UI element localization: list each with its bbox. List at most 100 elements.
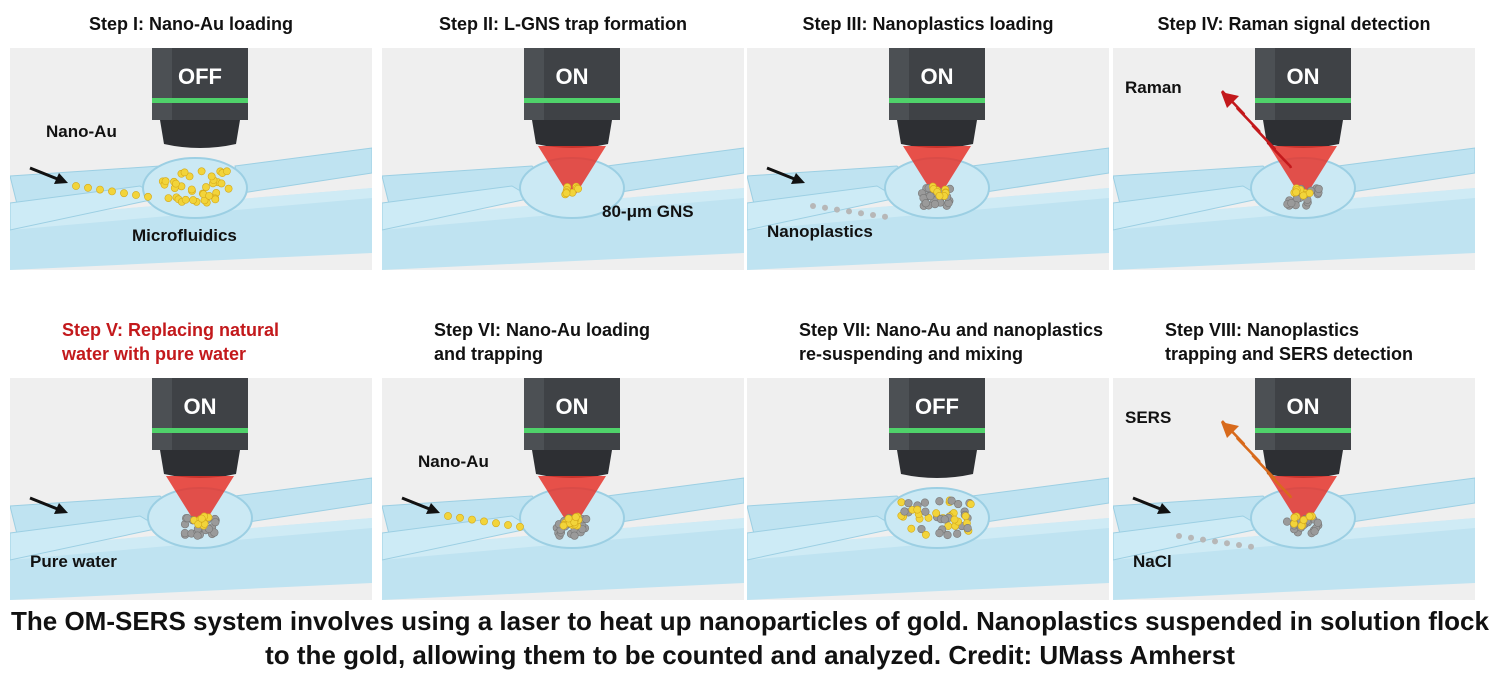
signal-arrow-head xyxy=(1221,422,1239,438)
illustration-svg: ON xyxy=(382,48,744,270)
laser-state-label: ON xyxy=(1287,394,1320,419)
incoming-gold-nanoparticle xyxy=(108,187,116,196)
step-illustration: ON 80-μm GNS xyxy=(382,48,744,270)
gold-nanoparticle xyxy=(207,172,216,181)
objective-ring xyxy=(524,428,620,433)
chip-base xyxy=(1113,188,1475,270)
inlet-arrow-head xyxy=(1157,503,1171,514)
step-title: Step IV: Raman signal detection xyxy=(1157,14,1431,34)
gold-nanoparticle xyxy=(197,167,206,176)
annotation-label: SERS xyxy=(1125,408,1172,427)
nanoplastic-particle xyxy=(1287,199,1296,208)
nanoplastic-particle xyxy=(935,497,944,506)
objective-highlight xyxy=(524,48,544,120)
gold-nanoparticle xyxy=(224,184,233,193)
objective-highlight xyxy=(1255,378,1275,450)
nanoplastic-particle xyxy=(940,515,949,524)
inlet-arrow-head xyxy=(54,173,68,184)
incoming-nanoplastic xyxy=(1176,533,1182,539)
objective-ring xyxy=(1255,98,1351,103)
annotation-label: Nano-Au xyxy=(46,122,117,141)
objective-highlight xyxy=(152,48,172,120)
step-title: Step VI: Nano-Au loading and trapping xyxy=(434,320,650,364)
nanoplastic-particle xyxy=(921,199,930,208)
step-title: Step III: Nanoplastics loading xyxy=(802,14,1054,34)
gold-nanoparticle xyxy=(966,500,975,509)
gold-nanoparticle xyxy=(935,191,944,200)
objective-highlight xyxy=(524,378,544,450)
objective-tip xyxy=(160,450,240,478)
step-title: Step VII: Nano-Au and nanoplastics re-su… xyxy=(799,320,1104,364)
chip-base xyxy=(382,188,744,270)
gold-nanoparticle xyxy=(187,185,196,194)
gold-nanoparticle xyxy=(1292,188,1301,197)
illustration-svg: ON xyxy=(10,378,372,600)
objective-ring xyxy=(889,428,985,433)
gold-nanoparticle xyxy=(1305,512,1314,521)
objective-highlight xyxy=(152,378,172,450)
gold-nanoparticle xyxy=(1299,191,1308,200)
annotation-label: 80-μm GNS xyxy=(602,202,694,221)
objective-tip xyxy=(897,120,977,148)
illustration-svg: ON xyxy=(1113,48,1475,270)
incoming-gold-nanoparticle xyxy=(456,513,464,522)
step-title: Step V: Replacing natural water with pur… xyxy=(62,320,280,364)
annotation-label: Pure water xyxy=(30,552,117,571)
incoming-gold-nanoparticle xyxy=(468,515,476,524)
gold-nanoparticle xyxy=(913,505,922,514)
nanoplastic-particle xyxy=(193,531,202,540)
nanoplastic-particle xyxy=(920,498,930,507)
objective-ring xyxy=(1255,428,1351,433)
illustration-svg: ON xyxy=(382,378,744,600)
objective-ring xyxy=(524,98,620,103)
gold-nanoparticle xyxy=(559,521,568,530)
gold-nanoparticle xyxy=(562,189,571,198)
nanoplastic-particle xyxy=(947,496,956,505)
gold-nanoparticle xyxy=(222,167,231,176)
illustration-svg: ON xyxy=(747,48,1109,270)
incoming-nanoplastic xyxy=(822,204,828,211)
incoming-nanoplastic xyxy=(870,212,876,218)
laser-state-label: ON xyxy=(921,64,954,89)
objective-tip xyxy=(1263,450,1343,478)
incoming-gold-nanoparticle xyxy=(144,192,152,201)
objective-ring xyxy=(889,98,985,103)
gold-nanoparticle xyxy=(202,183,210,191)
incoming-gold-nanoparticle xyxy=(492,519,500,528)
incoming-gold-nanoparticle xyxy=(480,517,488,526)
gold-nanoparticle xyxy=(197,514,206,523)
gold-nanoparticle xyxy=(1290,513,1299,522)
gold-nanoparticle xyxy=(217,179,226,188)
laser-state-label: ON xyxy=(556,64,589,89)
incoming-nanoplastic xyxy=(858,210,864,217)
laser-beam xyxy=(538,476,606,524)
nanoplastic-particle xyxy=(582,514,591,524)
incoming-nanoplastic xyxy=(882,213,888,220)
nanoplastic-particle xyxy=(570,531,579,540)
annotation-label: NaCl xyxy=(1133,552,1172,571)
gold-nanoparticle xyxy=(564,514,573,523)
incoming-gold-nanoparticle xyxy=(444,512,452,520)
nanoplastic-particle xyxy=(963,524,972,533)
incoming-nanoplastic xyxy=(846,208,852,215)
incoming-gold-nanoparticle xyxy=(132,191,140,199)
laser-state-label: ON xyxy=(1287,64,1320,89)
step-title: Step I: Nano-Au loading xyxy=(89,14,293,34)
incoming-gold-nanoparticle xyxy=(516,522,524,531)
gold-nanoparticle xyxy=(950,515,959,524)
incoming-gold-nanoparticle xyxy=(504,521,512,529)
nanoplastic-particle xyxy=(900,507,909,516)
laser-beam xyxy=(538,146,606,194)
gold-nanoparticle xyxy=(181,195,190,204)
gold-nanoparticle xyxy=(205,191,214,200)
figure-caption: The OM-SERS system involves using a lase… xyxy=(11,606,1489,670)
chip-base xyxy=(10,518,372,600)
objective-ring xyxy=(152,98,248,103)
incoming-nanoplastic xyxy=(1248,543,1254,550)
incoming-nanoplastic xyxy=(810,203,816,209)
